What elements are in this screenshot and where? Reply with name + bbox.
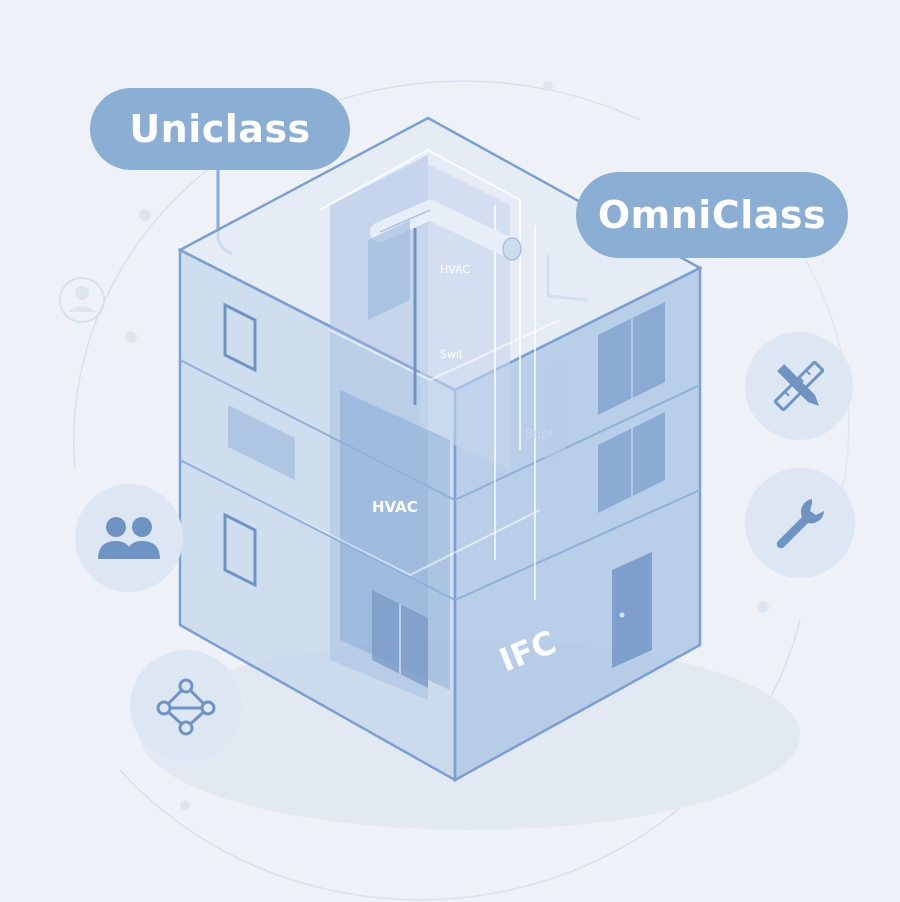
window-block (228, 405, 295, 480)
network-circle (130, 650, 242, 762)
floor-line-left-2 (179, 459, 456, 601)
decor-dot (139, 209, 151, 221)
label-hvac-mid: HVAC (372, 498, 418, 516)
window (223, 512, 257, 588)
partition-line (299, 509, 541, 577)
partition-line (319, 148, 521, 450)
floor-line-left-1 (179, 359, 456, 501)
inner-dark-block (340, 390, 450, 690)
uniclass-label: Uniclass (90, 88, 350, 170)
partition-line (329, 319, 561, 382)
window (545, 360, 565, 465)
omniclass-label: OmniClass (576, 172, 848, 258)
wrench-circle (745, 468, 855, 578)
label-bupr: Bupr (525, 427, 553, 441)
decor-dot (543, 81, 553, 91)
door (612, 552, 652, 668)
label-swil: Swil (440, 348, 462, 361)
ruler-pencil-icon (773, 360, 825, 412)
window (223, 302, 257, 373)
window (368, 220, 410, 320)
wrench-icon (776, 499, 824, 549)
faint-user-body (68, 306, 96, 312)
decor-dot (757, 601, 769, 613)
users-circle (75, 484, 183, 592)
floor-line-right-2 (454, 489, 701, 601)
tools-circle (745, 332, 853, 440)
label-hvac-top: HVAC (440, 263, 470, 276)
network-nodes-icon (156, 678, 216, 736)
decor-dot (125, 331, 137, 343)
hvac-duct (370, 200, 522, 261)
faint-user-head (75, 286, 89, 300)
decor-dot (180, 800, 190, 810)
faint-user-icon (59, 277, 105, 323)
door-knob (619, 612, 625, 618)
building: HVAC Swil Bupr HVAC IFC (177, 116, 703, 783)
users-icon (98, 517, 160, 559)
